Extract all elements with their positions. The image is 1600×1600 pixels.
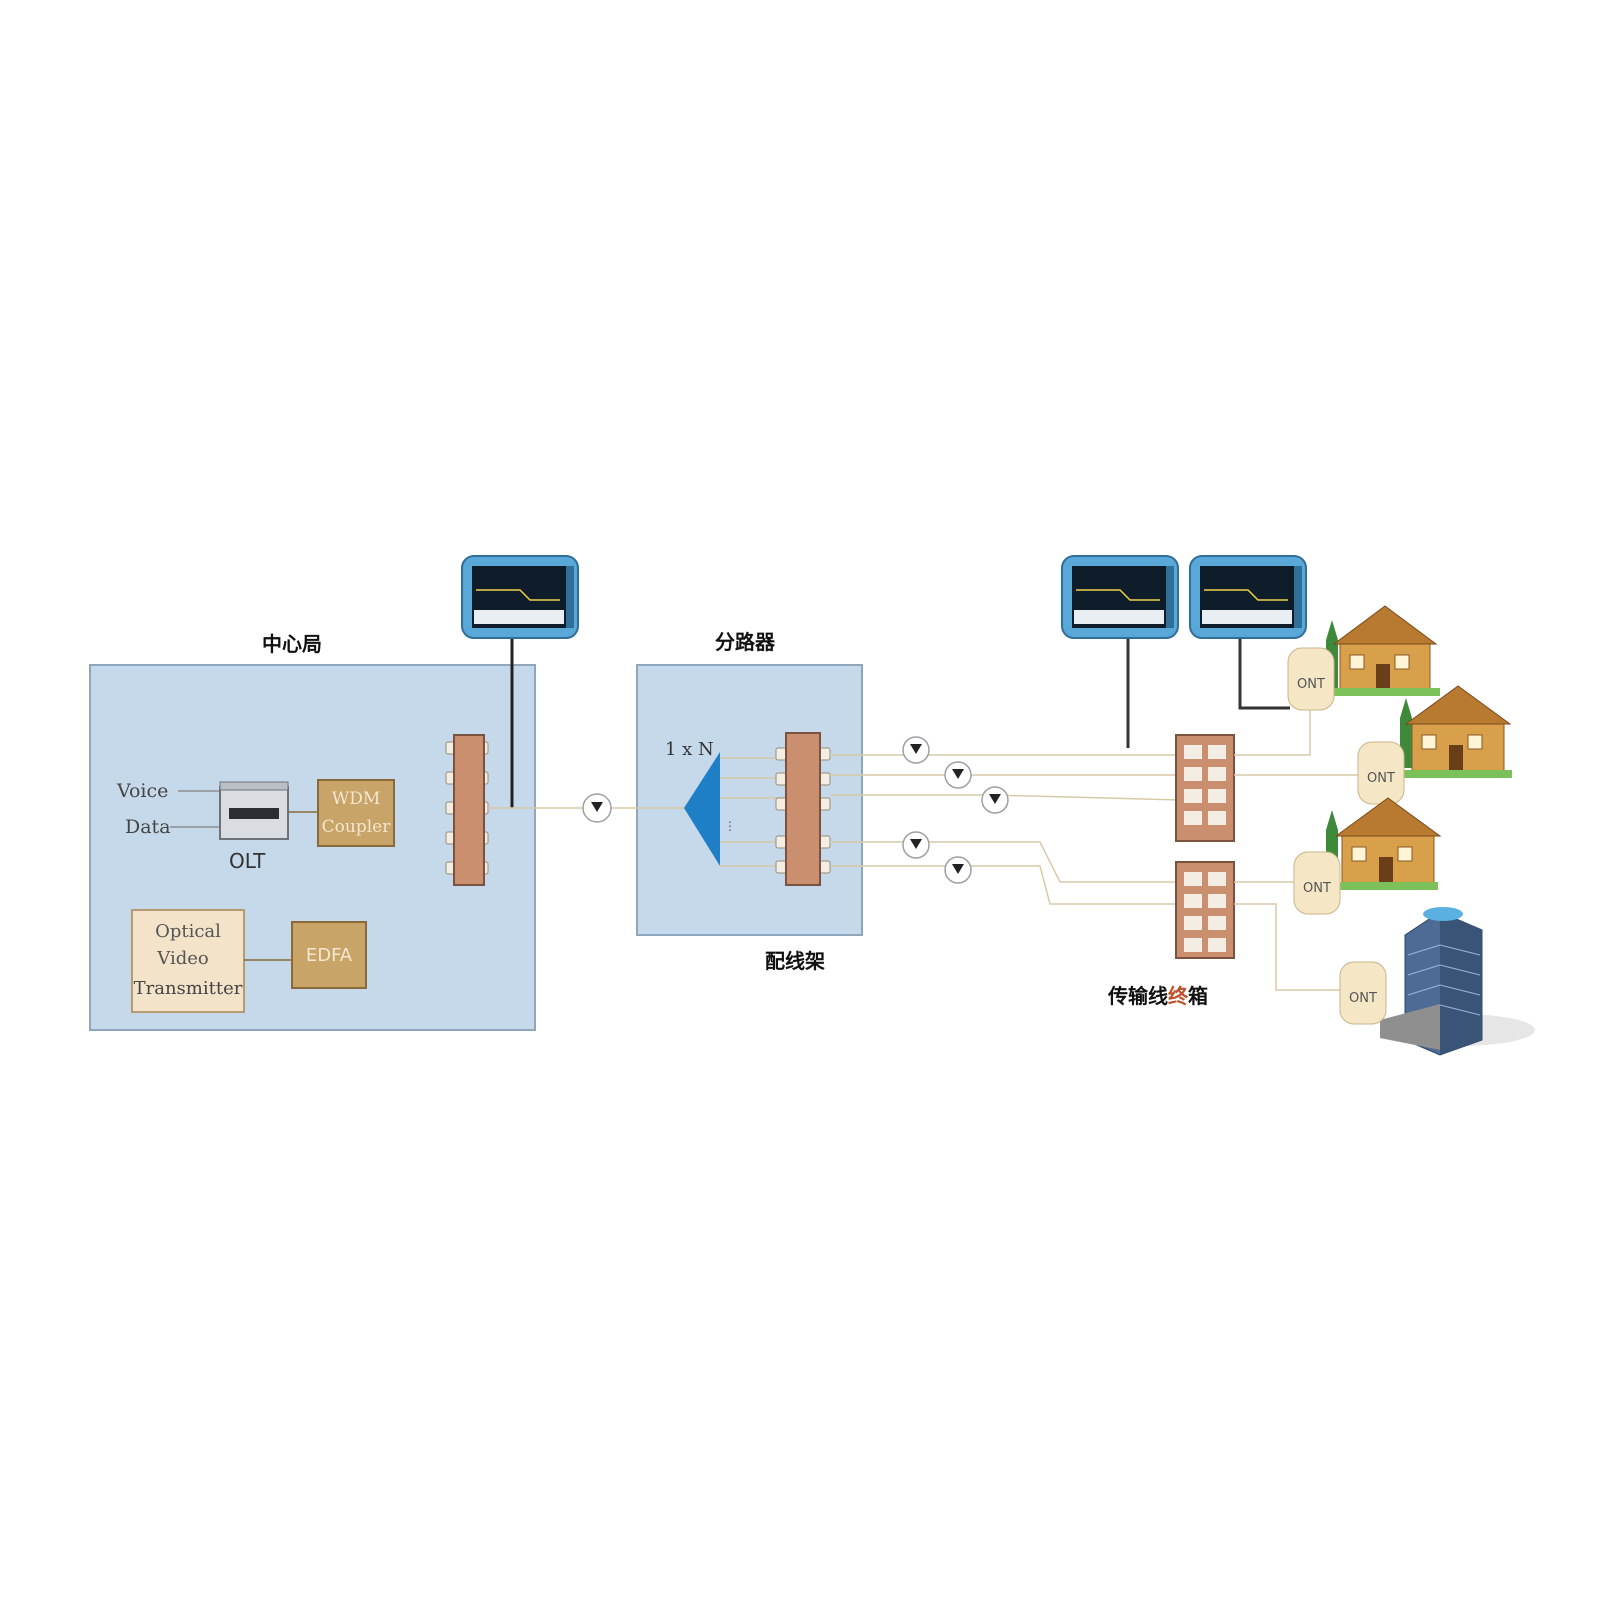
central-office-label: 中心局 [262,632,322,656]
house-icon [1316,605,1440,696]
voice-label: Voice [116,780,168,802]
ont-label: ONT [1303,881,1331,896]
ont-device: ONT [1339,961,1387,1025]
terminal-box-label-part2: 终 [1168,984,1188,1008]
video-label-line2: Video [156,948,208,969]
feeder-connector [582,793,612,823]
terminal-box-label-part3: 箱 [1188,984,1208,1008]
olt-device [219,781,289,840]
inline-connector [902,831,930,859]
edfa-box [291,921,367,989]
field-otdr-device-1 [1061,555,1179,639]
inline-connector [981,786,1009,814]
splitter-label: 分路器 [715,630,775,654]
splitter-triangle [684,752,720,866]
edfa-label: EDFA [306,945,353,966]
split-dots: ⋮ [724,819,736,833]
distribution-frame-label: 配线架 [765,949,825,973]
terminal-box-label-part1: 传输线 [1108,984,1168,1008]
distribution-fibers [830,754,1181,905]
house-icon [1320,797,1442,890]
split-ratio-label: 1 x N [665,739,714,760]
optical-video-transmitter-box [131,909,245,1013]
house-icon [1394,685,1512,778]
ont-label: ONT [1297,677,1325,692]
ont-device: ONT [1287,647,1335,711]
co-otdr-device [461,555,579,639]
inline-connector [944,856,972,884]
inline-connector [902,736,930,764]
ont-device: ONT [1357,741,1405,805]
ont-device: ONT [1293,851,1341,915]
inline-connector [944,761,972,789]
ont-label: ONT [1367,771,1395,786]
terminal-box-upper [1175,734,1235,842]
ont-label: ONT [1349,991,1377,1006]
office-building-icon [1380,907,1535,1056]
drop-fibers [1234,700,1370,991]
terminal-box-label: 传输线终箱 [1108,980,1208,1009]
distribution-frame-panel [775,732,831,886]
video-label-line1: Optical [155,921,221,942]
olt-label: OLT [229,849,266,873]
terminal-box-lower [1175,861,1235,959]
wdm-label-line2: Coupler [322,817,392,837]
data-label: Data [125,816,171,838]
field-otdr-device-2 [1189,555,1307,639]
wdm-coupler-box [317,779,395,847]
co-patch-panel [445,734,489,886]
wdm-label-line1: WDM [332,789,381,809]
field-test-lead-2 [1238,638,1290,710]
video-label-line3: Transmitter [134,978,243,999]
